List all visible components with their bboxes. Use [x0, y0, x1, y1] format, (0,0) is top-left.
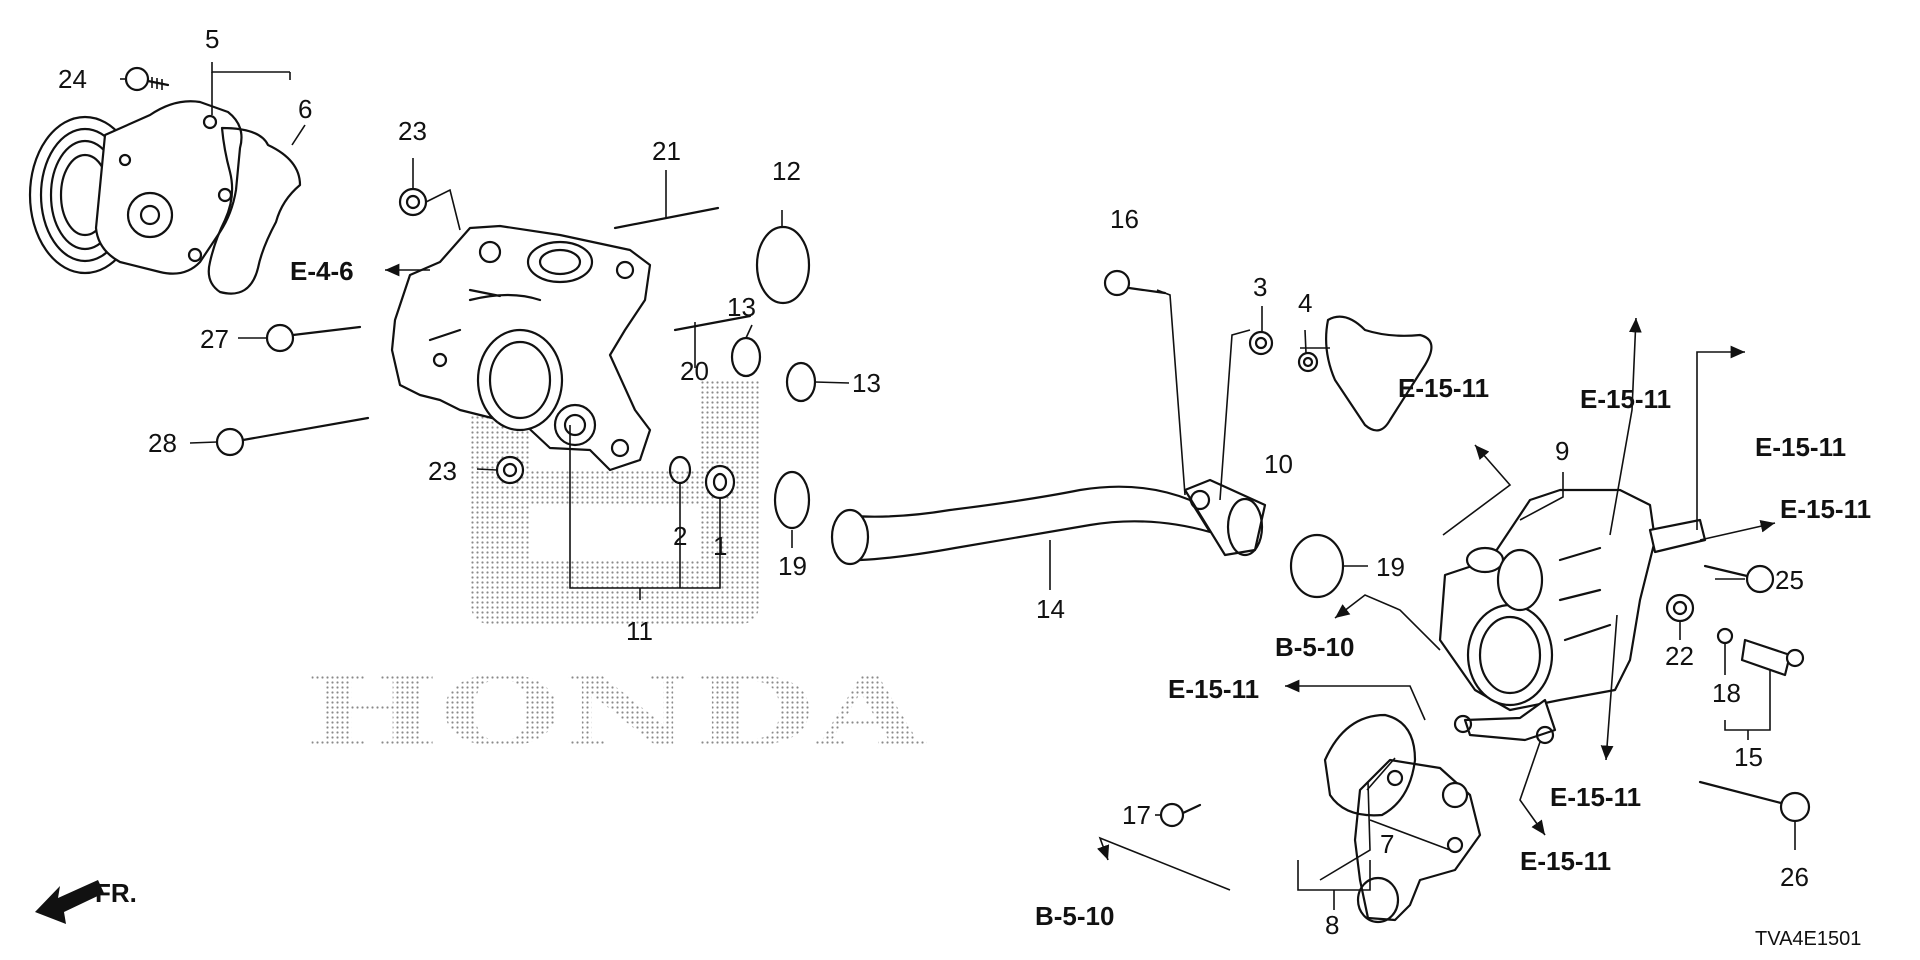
- gasket-10: [1325, 315, 1433, 432]
- part-number-19-b: 19: [1376, 552, 1405, 582]
- water-pipe: [830, 478, 1267, 566]
- water-pump: [28, 100, 243, 275]
- reference-b-5-10-b: B-5-10: [1035, 901, 1114, 931]
- part-number-25: 25: [1775, 565, 1804, 595]
- nut-23-lower: [495, 455, 525, 485]
- nut-23-top: [398, 187, 428, 217]
- part-number-16: 16: [1110, 204, 1139, 234]
- reference-e-15-11-c: E-15-11: [1755, 432, 1846, 462]
- part-number-13-b: 13: [852, 368, 881, 398]
- part-number-28: 28: [148, 428, 177, 458]
- reference-e-15-11-g: E-15-11: [1520, 846, 1611, 876]
- water-passage-housing: [390, 224, 652, 472]
- part-number-23-lower: 23: [428, 456, 457, 486]
- o-ring-19-a: [773, 470, 811, 530]
- reference-e-4-6: E-4-6: [290, 256, 354, 286]
- part-number-9: 9: [1555, 436, 1569, 466]
- reference-e-15-11-e: E-15-11: [1168, 674, 1259, 704]
- bolt-16: [1103, 269, 1167, 297]
- honda-wordmark: HONDA: [305, 655, 927, 768]
- part-number-21: 21: [652, 136, 681, 166]
- reference-arrows: [385, 263, 1776, 891]
- thermostat-gasket: [1323, 713, 1417, 817]
- front-direction-arrow: FR.: [35, 878, 137, 924]
- part-number-24: 24: [58, 64, 87, 94]
- part-number-17: 17: [1122, 800, 1151, 830]
- bolt-24: [124, 66, 170, 92]
- bolt-26: [1698, 780, 1811, 823]
- reference-b-5-10-a: B-5-10: [1275, 632, 1354, 662]
- o-ring-19-b: [1289, 533, 1345, 599]
- part-number-15: 15: [1734, 742, 1763, 772]
- reference-labels: E-4-6 E-15-11 E-15-11 E-15-11 E-15-11 E-…: [290, 256, 1871, 931]
- part-number-6: 6: [298, 94, 312, 124]
- front-direction-label: FR.: [95, 878, 137, 908]
- bolt-17: [1159, 802, 1202, 828]
- grommet-3: [1248, 330, 1274, 356]
- stud-20: [673, 314, 752, 332]
- thermostat-housing: [1438, 488, 1707, 745]
- washer-18: [1716, 627, 1734, 645]
- part-number-7: 7: [1380, 829, 1394, 859]
- o-ring-13-a: [730, 336, 762, 378]
- part-number-12: 12: [772, 156, 801, 186]
- o-ring-13-b: [785, 361, 817, 403]
- plug-1: [704, 464, 736, 500]
- part-number-10: 10: [1264, 449, 1293, 479]
- bolt-25: [1703, 564, 1775, 594]
- temperature-sensor: [1740, 638, 1805, 677]
- part-number-14: 14: [1036, 594, 1065, 624]
- part-number-18: 18: [1712, 678, 1741, 708]
- reference-e-15-11-d: E-15-11: [1780, 494, 1871, 524]
- part-number-4: 4: [1298, 288, 1312, 318]
- part-number-27: 27: [200, 324, 229, 354]
- bolt-27: [265, 323, 362, 353]
- o-ring-12: [755, 225, 811, 305]
- reference-e-15-11-a: E-15-11: [1398, 373, 1489, 403]
- part-number-1: 1: [713, 531, 727, 561]
- nut-22: [1665, 593, 1695, 623]
- water-pump-gasket: [207, 126, 302, 295]
- reference-e-15-11-f: E-15-11: [1550, 782, 1641, 812]
- part-number-5: 5: [205, 24, 219, 54]
- cap-4: [1297, 351, 1319, 373]
- honda-logo-watermark: HONDA: [305, 380, 927, 768]
- part-number-2: 2: [673, 521, 687, 551]
- leader-lines: [120, 62, 1796, 910]
- bolt-28: [215, 416, 370, 457]
- thermostat-cover: [1353, 758, 1482, 924]
- part-number-labels: 5 6 24 23 21 12 13 13 20 27 28 23 2 1 19…: [58, 24, 1809, 940]
- part-number-3: 3: [1253, 272, 1267, 302]
- diagram-code: TVA4E1501: [1755, 928, 1861, 950]
- part-number-8: 8: [1325, 910, 1339, 940]
- part-number-22: 22: [1665, 641, 1694, 671]
- part-number-26: 26: [1780, 862, 1809, 892]
- part-number-23-top: 23: [398, 116, 427, 146]
- reference-e-15-11-b: E-15-11: [1580, 384, 1671, 414]
- o-ring-2: [668, 455, 692, 485]
- part-number-19-a: 19: [778, 551, 807, 581]
- part-number-13-a: 13: [727, 292, 756, 322]
- part-number-11: 11: [626, 616, 653, 646]
- part-number-20: 20: [680, 356, 709, 386]
